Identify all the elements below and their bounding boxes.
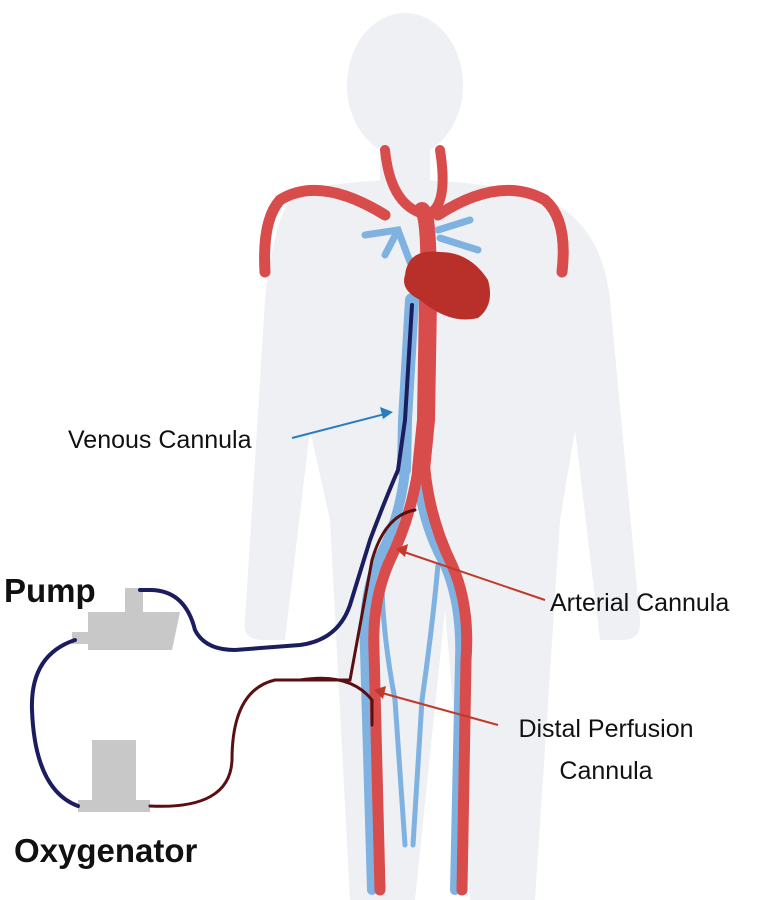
oxygenator-device [78, 740, 150, 812]
heart [404, 251, 491, 320]
upper-veins [361, 216, 482, 266]
arterial-cannula-arrow [396, 544, 546, 601]
venous-tubing [29, 303, 414, 808]
pump-device [72, 588, 180, 650]
aorta [412, 291, 437, 479]
leg-arteries [368, 464, 473, 896]
arterial-tubing [148, 508, 417, 808]
oxygenator-label: Oxygenator [14, 832, 198, 869]
venous-cannula-arrow [291, 407, 393, 439]
venous-cannula-label: Venous Cannula [68, 426, 252, 454]
pump-label: Pump [4, 572, 96, 609]
arterial-cannula-label: Arterial Cannula [550, 589, 729, 617]
distal-perfusion-label-line2: Cannula [559, 757, 652, 785]
distal-perfusion-label: Distal Perfusion [518, 715, 693, 743]
distal-perfusion-arrow [374, 686, 499, 726]
